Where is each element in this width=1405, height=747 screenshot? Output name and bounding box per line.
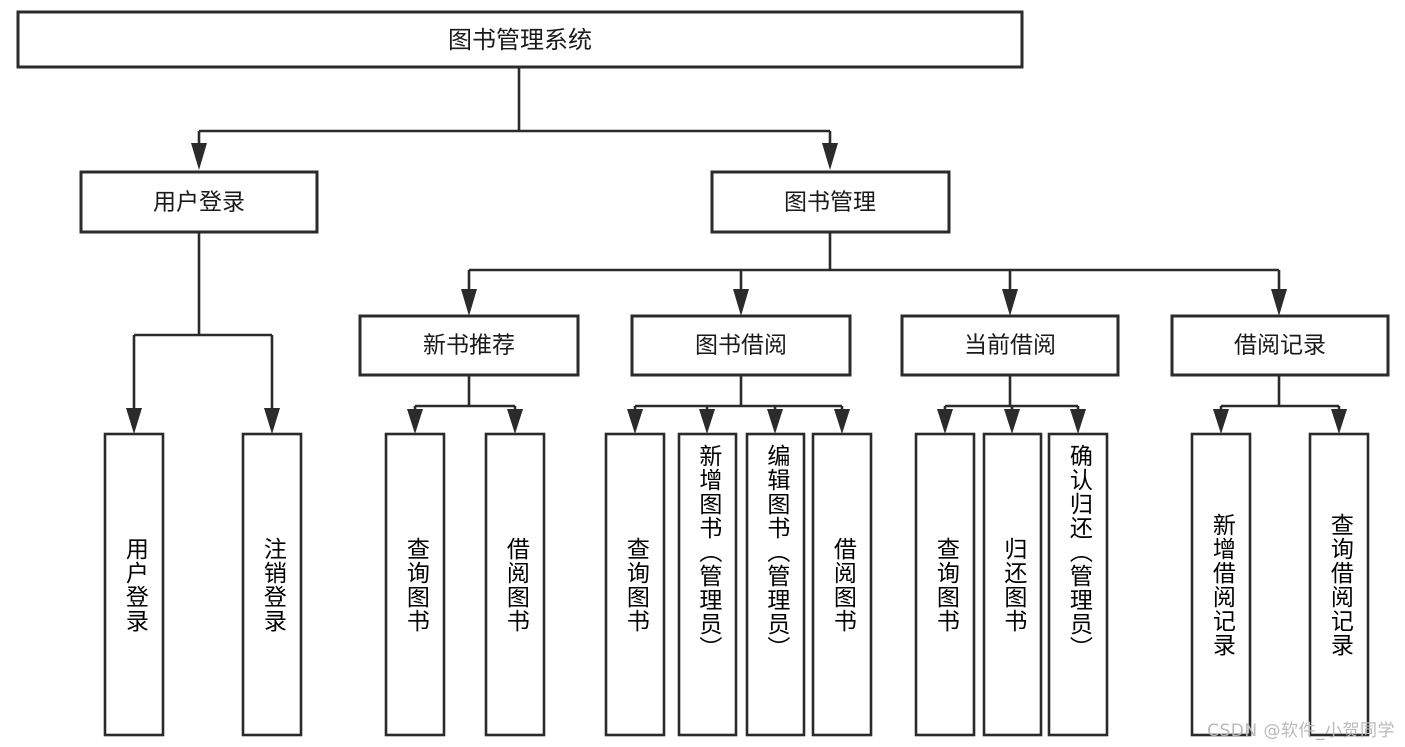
leaf-box-record-1[interactable] bbox=[1308, 432, 1370, 737]
watermark-text: CSDN @软件_小贺同学 bbox=[1207, 721, 1395, 741]
node-box-current-borrow[interactable] bbox=[900, 314, 1120, 377]
arrow-head-recommend-1 bbox=[407, 409, 423, 434]
node-label-book-borrow: 图书借阅 bbox=[695, 333, 787, 359]
leaf-box-recommend-1[interactable] bbox=[484, 432, 546, 737]
node-box-new-book-recommend[interactable] bbox=[358, 314, 580, 377]
arrow-head-root-1 bbox=[191, 143, 207, 170]
arrow-head-bookmgmt-4 bbox=[1271, 289, 1287, 316]
arrow-head-userlogin-2 bbox=[264, 408, 280, 434]
arrow-head-userlogin-1 bbox=[126, 408, 142, 434]
connector-layer bbox=[126, 67, 1347, 434]
leaf-box-current-0[interactable] bbox=[914, 432, 976, 737]
leaf-box-user-login-0[interactable] bbox=[103, 432, 165, 737]
leaf-box-borrow-0[interactable] bbox=[604, 432, 666, 737]
arrow-head-record-2 bbox=[1331, 409, 1347, 434]
node-label-current-borrow: 当前借阅 bbox=[964, 333, 1056, 359]
arrow-head-bookmgmt-1 bbox=[461, 289, 477, 316]
leaf-box-borrow-1[interactable] bbox=[677, 432, 738, 737]
leaf-box-record-0[interactable] bbox=[1190, 432, 1252, 737]
arrow-head-record-1 bbox=[1213, 409, 1229, 434]
node-label-user-login: 用户登录 bbox=[153, 190, 245, 216]
leaf-box-user-login-1[interactable] bbox=[241, 432, 303, 737]
node-label-borrow-record: 借阅记录 bbox=[1234, 333, 1326, 359]
arrow-head-recommend-2 bbox=[507, 409, 523, 434]
arrow-head-borrow-3 bbox=[767, 409, 783, 434]
node-layer: 图书管理系统 用户登录 图书管理 新书推荐 图书借阅 当前借阅 借阅记录 bbox=[16, 10, 1390, 737]
arrow-head-current-1 bbox=[937, 409, 953, 434]
node-label-book-management: 图书管理 bbox=[784, 190, 876, 216]
arrow-head-bookmgmt-3 bbox=[1002, 289, 1018, 316]
arrow-head-bookmgmt-2 bbox=[733, 289, 749, 316]
arrow-head-borrow-1 bbox=[627, 409, 643, 434]
arrow-head-current-3 bbox=[1070, 409, 1086, 434]
leaf-box-recommend-0[interactable] bbox=[384, 432, 446, 737]
leaf-box-current-2[interactable] bbox=[1047, 432, 1109, 737]
node-box-root[interactable] bbox=[16, 10, 1024, 69]
node-box-user-login[interactable] bbox=[79, 170, 319, 234]
arrow-head-current-2 bbox=[1004, 409, 1020, 434]
arrow-head-root-2 bbox=[822, 143, 838, 170]
arrow-head-borrow-2 bbox=[699, 409, 715, 434]
arrow-head-borrow-4 bbox=[834, 409, 850, 434]
node-label-root: 图书管理系统 bbox=[448, 26, 592, 54]
leaf-box-borrow-2[interactable] bbox=[745, 432, 806, 737]
leaf-box-current-1[interactable] bbox=[982, 432, 1043, 737]
node-label-new-book-recommend: 新书推荐 bbox=[423, 333, 515, 359]
node-box-book-management[interactable] bbox=[710, 170, 951, 234]
node-box-borrow-record[interactable] bbox=[1170, 314, 1390, 377]
leaf-box-borrow-3[interactable] bbox=[811, 432, 873, 737]
node-box-book-borrow[interactable] bbox=[630, 314, 852, 377]
